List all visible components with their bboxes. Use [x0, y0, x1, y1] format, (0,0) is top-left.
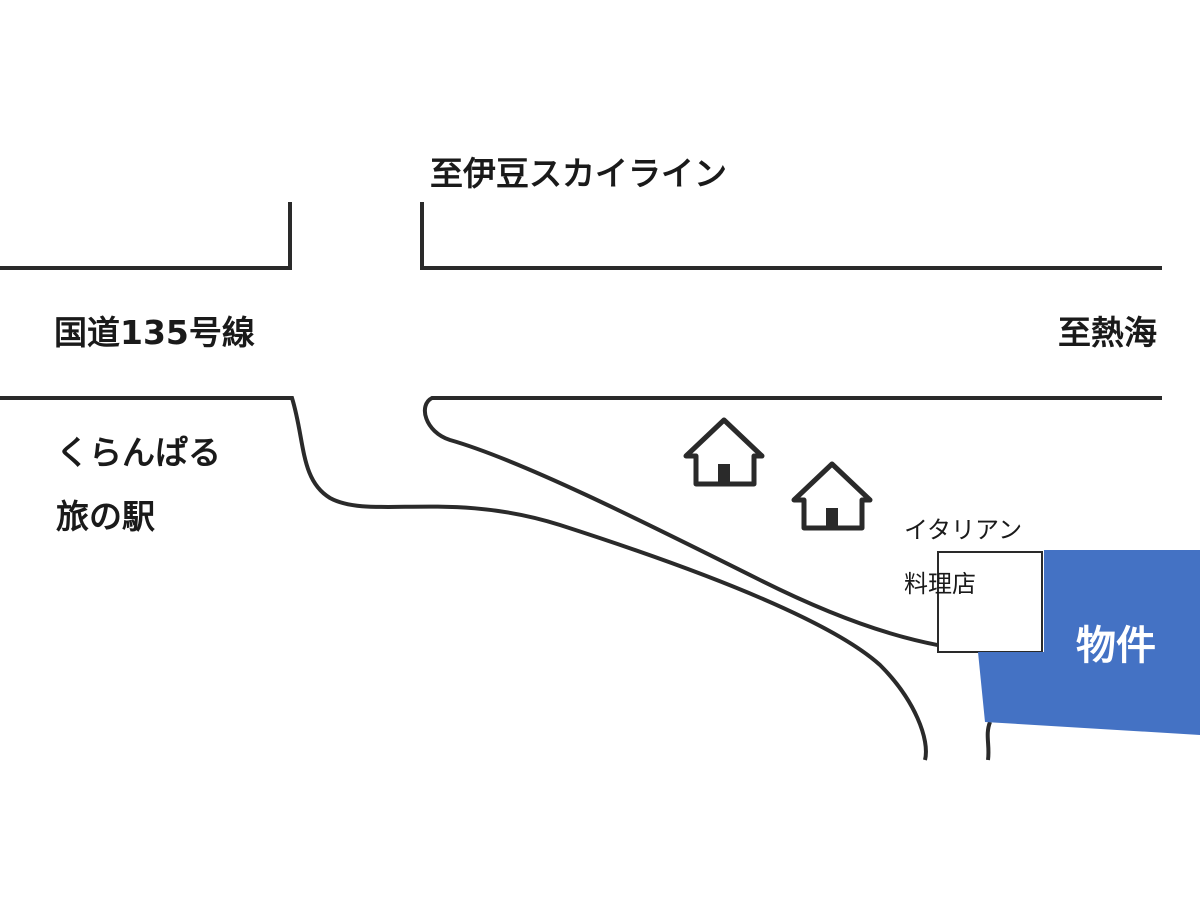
property-block: [978, 550, 1200, 735]
road-edge-lower-end: [985, 721, 992, 761]
label-italian: イタリアン: [904, 516, 1023, 544]
house-icon: [683, 417, 765, 487]
label-to-atami: 至熱海: [1058, 313, 1157, 352]
label-property: 物件: [1076, 623, 1156, 669]
label-izu-skyline: 至伊豆スカイライン: [430, 154, 727, 193]
label-tabi-no-eki: 旅の駅: [56, 497, 155, 536]
label-restaurant: 料理店: [904, 570, 976, 598]
italian-restaurant-box: [937, 551, 1043, 653]
label-route-135: 国道135号線: [54, 313, 255, 352]
house-icon: [791, 461, 873, 531]
road-edge-upper-left: [0, 202, 292, 270]
label-kurapal: くらんぱる: [56, 433, 221, 472]
road-edge-lower-left: [0, 396, 928, 761]
road-edge-lower-right: [422, 396, 1162, 654]
road-edge-upper-right: [420, 202, 1162, 270]
